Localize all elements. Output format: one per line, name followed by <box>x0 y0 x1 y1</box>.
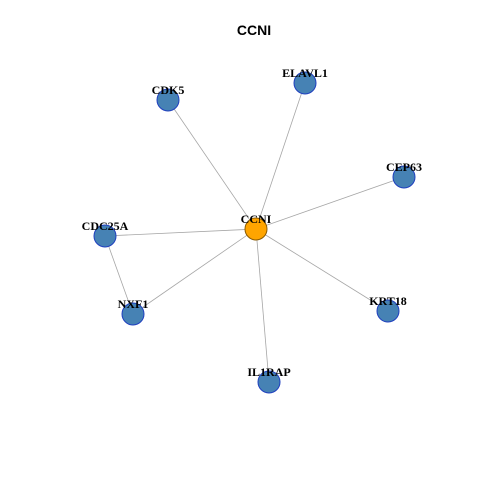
node-cep63 <box>392 165 416 189</box>
edge-cdc25a-nxf1 <box>104 235 134 315</box>
edge-layer <box>104 82 405 383</box>
node-cdc25a <box>93 224 117 248</box>
node-label-krt18: KRT18 <box>369 294 407 308</box>
edge-ccni-elavl1 <box>255 82 306 230</box>
node-krt18 <box>376 299 400 323</box>
node-label-nxf1: NXF1 <box>118 297 149 311</box>
edge-ccni-cdk5 <box>167 99 257 230</box>
node-label-il1rap: IL1RAP <box>247 365 290 379</box>
node-label-cdk5: CDK5 <box>152 83 185 97</box>
edge-ccni-cdc25a <box>104 228 257 237</box>
node-il1rap <box>257 370 281 394</box>
node-label-elavl1: ELAVL1 <box>282 66 328 80</box>
edge-ccni-krt18 <box>255 228 389 312</box>
node-label-cdc25a: CDC25A <box>82 219 129 233</box>
node-cdk5 <box>156 88 180 112</box>
node-elavl1 <box>293 71 317 95</box>
diagram-title: CCNI <box>237 22 271 38</box>
edge-ccni-il1rap <box>255 228 270 383</box>
node-ccni <box>244 217 268 241</box>
node-nxf1 <box>121 302 145 326</box>
edge-ccni-nxf1 <box>132 228 257 315</box>
node-label-cep63: CEP63 <box>386 160 422 174</box>
node-label-ccni: CCNI <box>241 212 272 226</box>
edge-ccni-cep63 <box>255 176 405 230</box>
